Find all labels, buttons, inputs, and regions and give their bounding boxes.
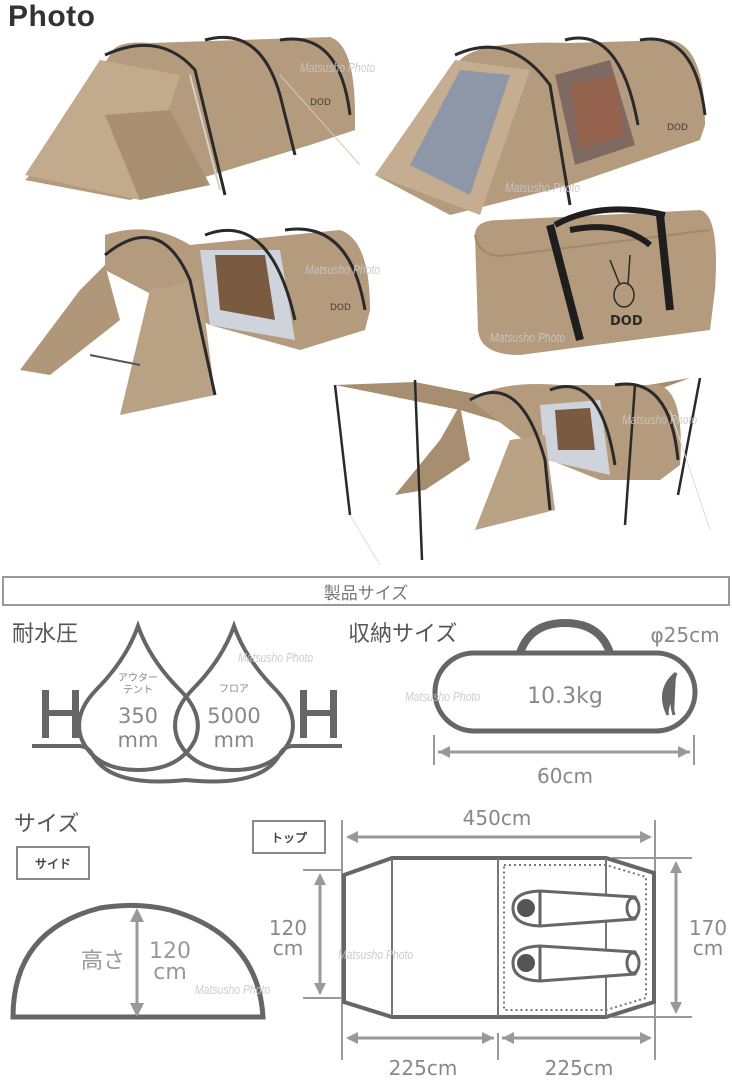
svg-text:225cm: 225cm: [545, 1056, 614, 1080]
svg-text:アウター: アウター: [118, 672, 158, 684]
photo-tent-doors-open: DOD Matsusho Photo: [10, 210, 380, 420]
svg-text:450cm: 450cm: [463, 806, 532, 830]
svg-text:フロア: フロア: [219, 684, 249, 695]
watermark: Matsusho Photo: [505, 180, 581, 195]
watermark: Matsusho Photo: [338, 947, 414, 962]
top-floorplan-icon: 450cm 120 cm 170 cm 225cm 225cm: [269, 806, 727, 1080]
svg-text:60cm: 60cm: [537, 764, 593, 788]
storage-size-heading: 収納サイズ: [348, 622, 458, 647]
svg-text:高さ: 高さ: [81, 949, 125, 974]
water-drops-icon: アウター テント 350 mm フロア 5000 mm: [32, 619, 342, 784]
photo-title: Photo: [8, 0, 96, 33]
svg-text:10.3kg: 10.3kg: [527, 684, 603, 709]
watermark: Matsusho Photo: [195, 982, 271, 997]
top-view-label: トップ: [252, 820, 326, 854]
photo-carry-bag: DOD Matsusho Photo: [470, 200, 720, 360]
top-view-diagram: 450cm 120 cm 170 cm 225cm 225cm Matsusho…: [240, 795, 732, 1080]
side-dome-icon: 高さ 120 cm: [10, 902, 266, 1020]
storage-bag-icon: 10.3kg 60cm φ25cm: [432, 618, 720, 788]
svg-text:cm: cm: [693, 936, 723, 960]
watermark: Matsusho Photo: [622, 412, 698, 427]
svg-text:120: 120: [269, 916, 307, 940]
svg-text:テント: テント: [123, 685, 153, 696]
svg-text:225cm: 225cm: [389, 1056, 458, 1080]
svg-text:DOD: DOD: [667, 123, 688, 133]
svg-text:5000: 5000: [207, 704, 260, 728]
watermark: Matsusho Photo: [305, 262, 381, 277]
svg-text:mm: mm: [118, 728, 159, 752]
photo-tent-tarp-poles: Matsusho Photo: [330, 370, 730, 566]
watermark: Matsusho Photo: [405, 689, 481, 704]
svg-text:350: 350: [118, 704, 158, 728]
svg-text:170: 170: [689, 916, 727, 940]
svg-text:DOD: DOD: [330, 303, 351, 313]
section-title-product-size: 製品サイズ: [2, 576, 730, 606]
svg-text:φ25cm: φ25cm: [650, 623, 719, 647]
svg-text:DOD: DOD: [310, 98, 331, 108]
svg-text:cm: cm: [273, 936, 303, 960]
sleeping-bag-icon: [511, 889, 641, 983]
water-resistance-heading: 耐水圧: [12, 622, 79, 647]
svg-text:mm: mm: [214, 728, 255, 752]
svg-text:cm: cm: [153, 960, 187, 985]
watermark: Matsusho Photo: [490, 330, 566, 345]
photo-tent-mesh-windows: DOD Matsusho Photo: [370, 15, 730, 215]
watermark: Matsusho Photo: [238, 650, 314, 665]
side-view-diagram: 高さ 120 cm Matsusho Photo: [0, 880, 280, 1020]
svg-text:120: 120: [149, 939, 191, 964]
water-resistance-diagram: アウター テント 350 mm フロア 5000 mm Matsusho Pho…: [30, 619, 350, 790]
watermark: Matsusho Photo: [300, 60, 376, 75]
side-view-label: サイド: [16, 846, 90, 880]
size-heading: サイズ: [14, 812, 80, 837]
storage-bag-diagram: 10.3kg 60cm φ25cm Matsusho Photo: [405, 615, 720, 790]
photo-tent-closed: DOD Matsusho Photo: [10, 15, 375, 205]
svg-text:DOD: DOD: [610, 314, 643, 329]
